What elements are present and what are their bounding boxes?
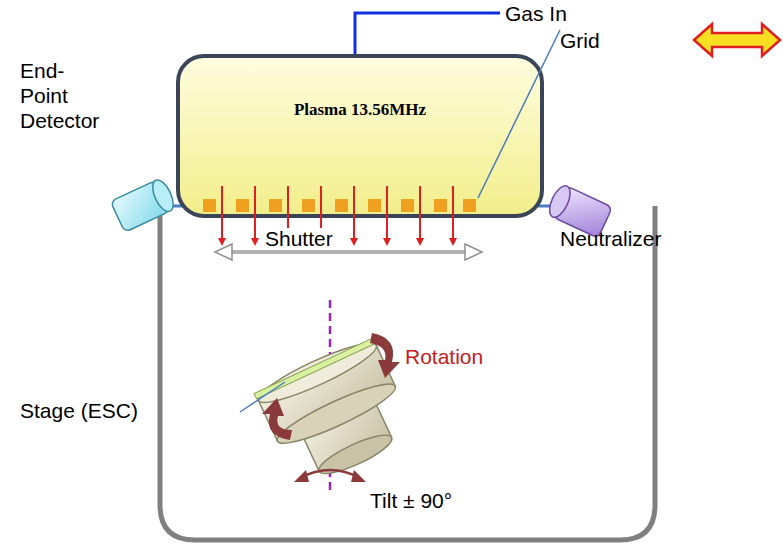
plasma-source-box: Plasma 13.56MHz	[180, 58, 540, 214]
detector-label: End- Point Detector	[20, 58, 99, 134]
stage-label: Stage (ESC)	[20, 398, 138, 423]
rotation-label: Rotation	[405, 344, 483, 369]
neutralizer-label: Neutralizer	[560, 226, 662, 251]
node-text: Plasma 13.56MHz	[294, 100, 426, 120]
shutter-label: Shutter	[262, 228, 336, 250]
grid-label: Grid	[560, 28, 600, 53]
gas-inlet-label: Gas In	[505, 1, 567, 26]
tilt-label: Tilt ± 90°	[370, 488, 452, 513]
